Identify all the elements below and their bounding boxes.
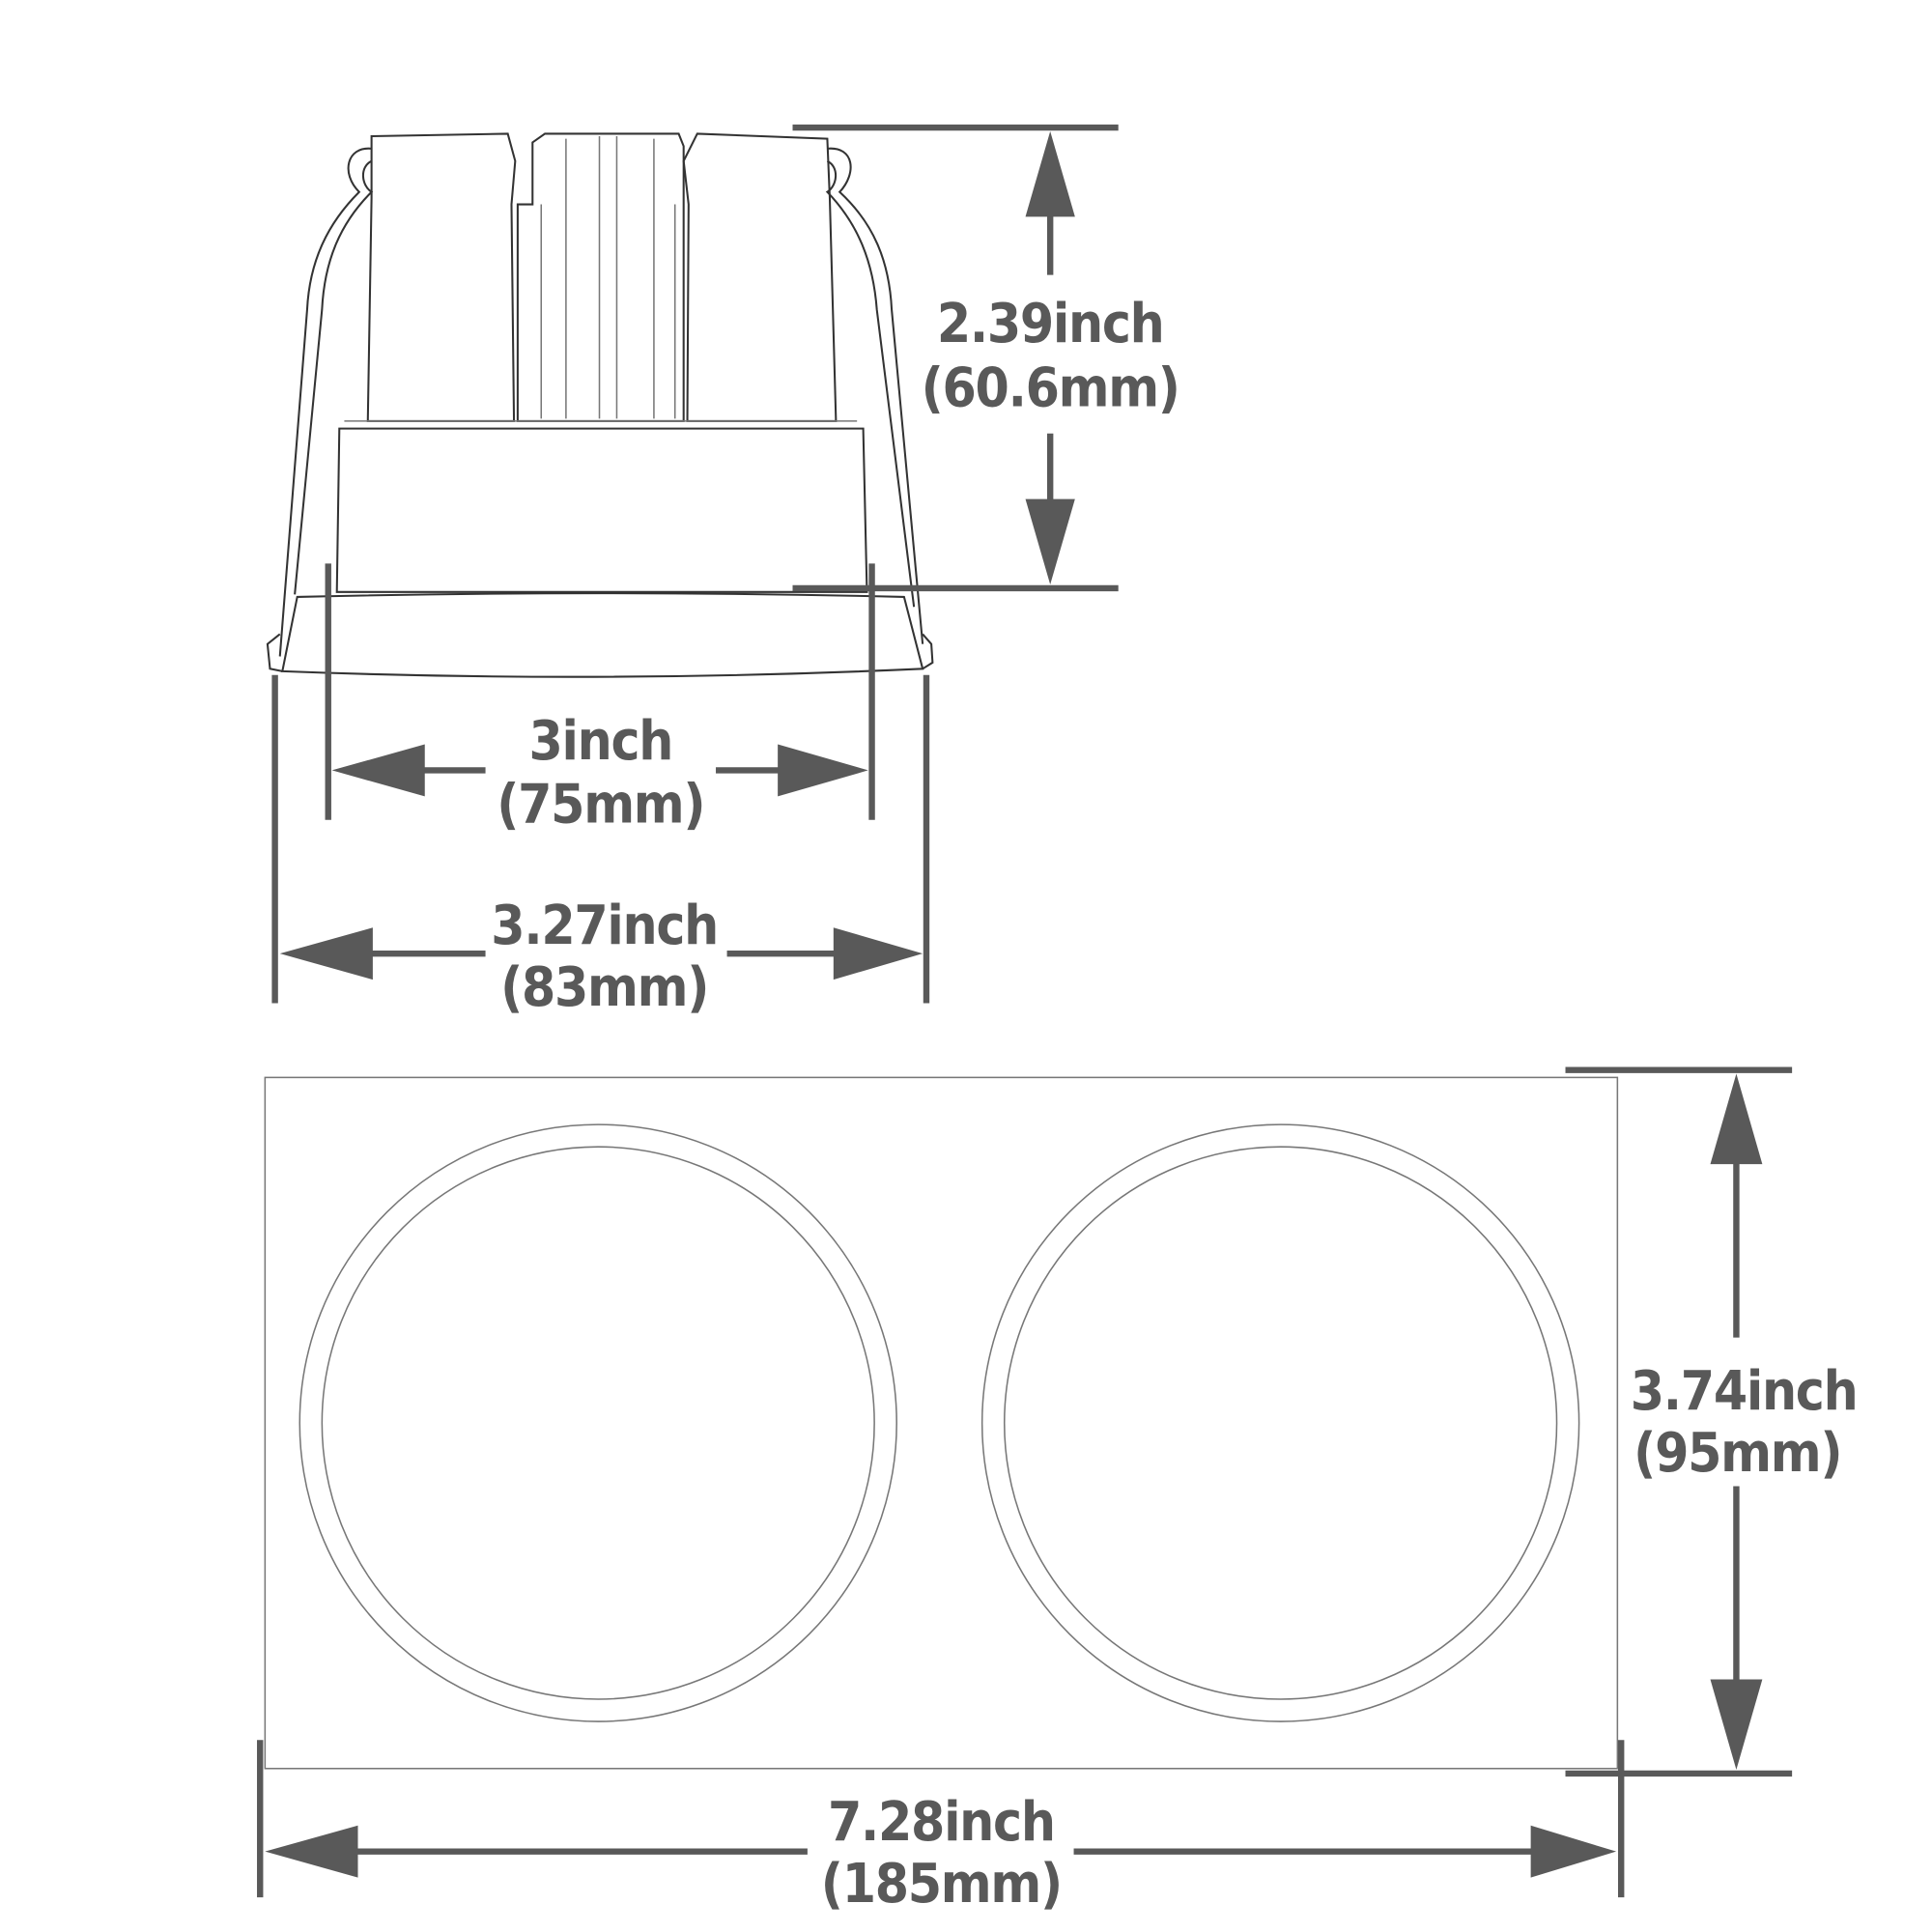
left-lamp-outer-ring: [298, 1123, 897, 1722]
fixture-side-view: [266, 132, 934, 678]
side-outer-width-dimension: 3.27inch (83mm): [271, 674, 930, 1019]
top-height-dimension: 3.74inch (95mm): [1565, 1066, 1859, 1777]
fixture-top-view: [264, 1076, 1619, 1770]
side-height-mm-label: (60.6mm): [922, 357, 1179, 420]
right-lamp-inner-ring: [1003, 1146, 1558, 1700]
top-width-inch-label: 7.28inch: [828, 1791, 1055, 1854]
side-height-dimension: 2.39inch (60.6mm): [792, 124, 1180, 592]
top-height-inch-label: 3.74inch: [1631, 1360, 1858, 1423]
top-height-mm-label: (95mm): [1634, 1422, 1841, 1485]
inner-width-mm-label: (75mm): [497, 773, 704, 836]
top-width-dimension: 7.28inch (185mm): [257, 1740, 1625, 1916]
top-width-mm-label: (185mm): [821, 1853, 1062, 1916]
left-lamp-inner-ring: [321, 1146, 875, 1700]
right-lamp-outer-ring: [980, 1123, 1580, 1722]
outer-width-inch-label: 3.27inch: [491, 895, 718, 957]
side-height-inch-label: 2.39inch: [937, 293, 1164, 355]
side-inner-width-dimension: 3inch (75mm): [325, 563, 875, 836]
outer-width-mm-label: (83mm): [500, 956, 708, 1019]
inner-width-inch-label: 3inch: [528, 710, 672, 773]
